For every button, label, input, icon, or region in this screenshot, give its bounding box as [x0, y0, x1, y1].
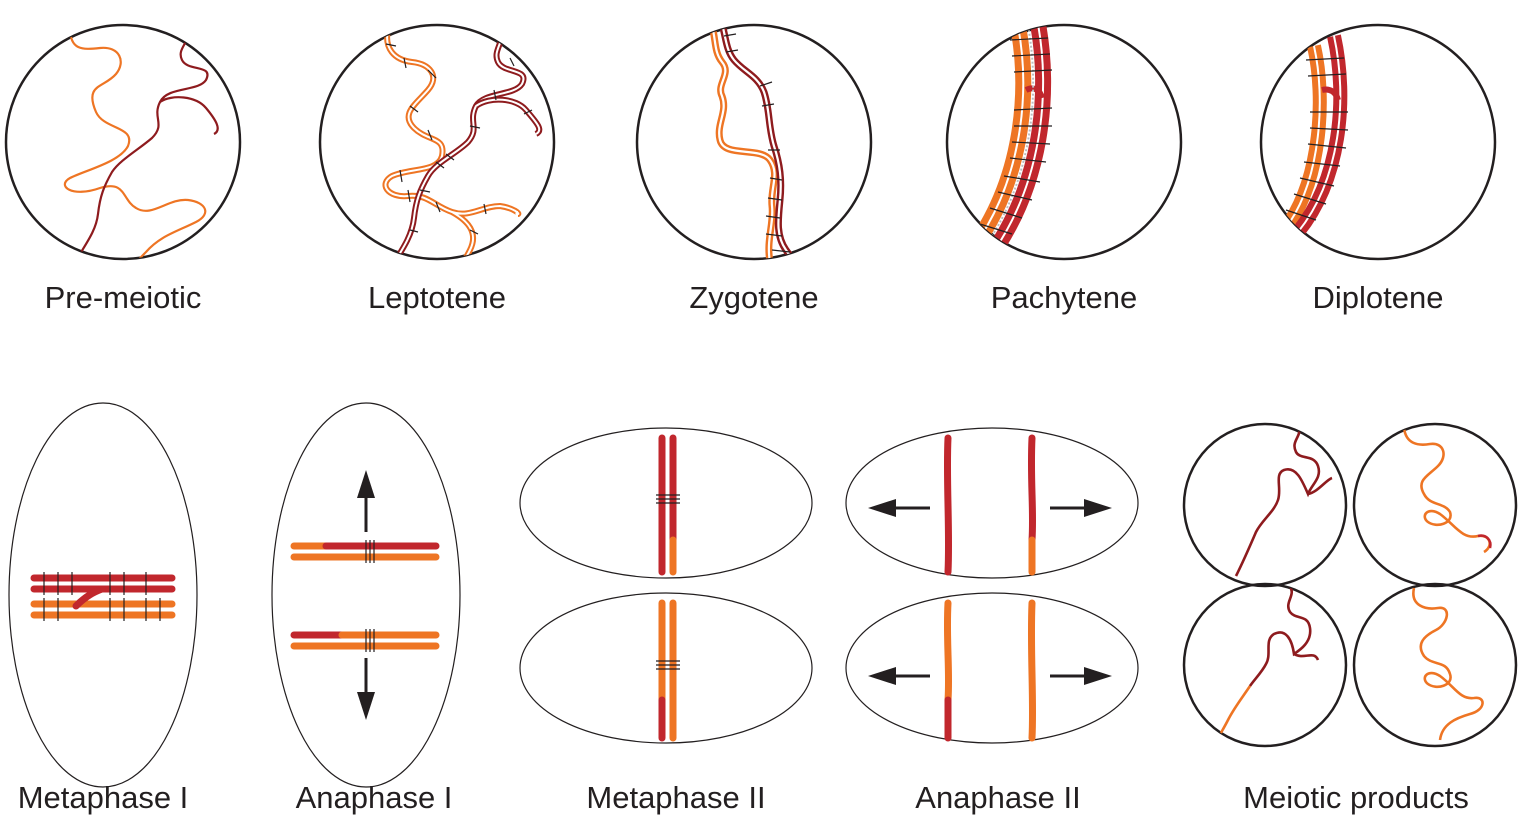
anaphase-1-cell — [272, 403, 460, 787]
label-metaphase-1: Metaphase I — [18, 780, 189, 815]
maternal-chromatid — [947, 603, 948, 700]
pachytene-cell — [947, 24, 1181, 262]
pre-meiotic-cell — [6, 25, 240, 268]
zygotene-cell — [637, 24, 871, 270]
label-anaphase-1: Anaphase I — [296, 780, 453, 815]
metaphase-2-cells — [520, 428, 812, 743]
cell-outline — [1354, 424, 1516, 586]
label-meiotic-products: Meiotic products — [1243, 780, 1469, 815]
label-pachytene: Pachytene — [991, 280, 1138, 315]
cell-outline — [272, 403, 460, 787]
cell-outline — [9, 403, 197, 787]
maternal-chromosome — [1413, 588, 1482, 740]
cell-outline — [1184, 424, 1346, 586]
cell-outline — [6, 25, 240, 259]
paternal-chromosome — [74, 30, 208, 264]
label-leptotene: Leptotene — [368, 280, 506, 315]
label-zygotene: Zygotene — [689, 280, 818, 315]
product-cell-1 — [1184, 424, 1346, 586]
cell-outline-bottom — [520, 593, 812, 743]
label-diplotene: Diplotene — [1313, 280, 1444, 315]
paternal-chromosome — [1250, 586, 1310, 686]
meiotic-products — [1184, 424, 1516, 746]
label-pre-meiotic: Pre-meiotic — [45, 280, 202, 315]
paternal-chromatid — [947, 438, 948, 572]
cell-outline-bottom — [846, 593, 1138, 743]
product-cell-2 — [1354, 424, 1516, 586]
metaphase-1-cell — [9, 403, 197, 787]
label-anaphase-2: Anaphase II — [915, 780, 1080, 815]
product-cell-3 — [1184, 584, 1346, 746]
cell-outline — [637, 25, 871, 259]
anaphase-2-cells — [846, 428, 1138, 743]
paternal-chromatid — [1031, 438, 1032, 540]
paternal-chromosome — [1236, 424, 1319, 576]
maternal-chromosome — [1404, 428, 1490, 552]
leptotene-cell — [320, 25, 554, 270]
product-cell-4 — [1354, 584, 1516, 746]
diplotene-cell — [1261, 25, 1495, 259]
maternal-chromatid — [1031, 603, 1032, 738]
label-metaphase-2: Metaphase II — [586, 780, 765, 815]
